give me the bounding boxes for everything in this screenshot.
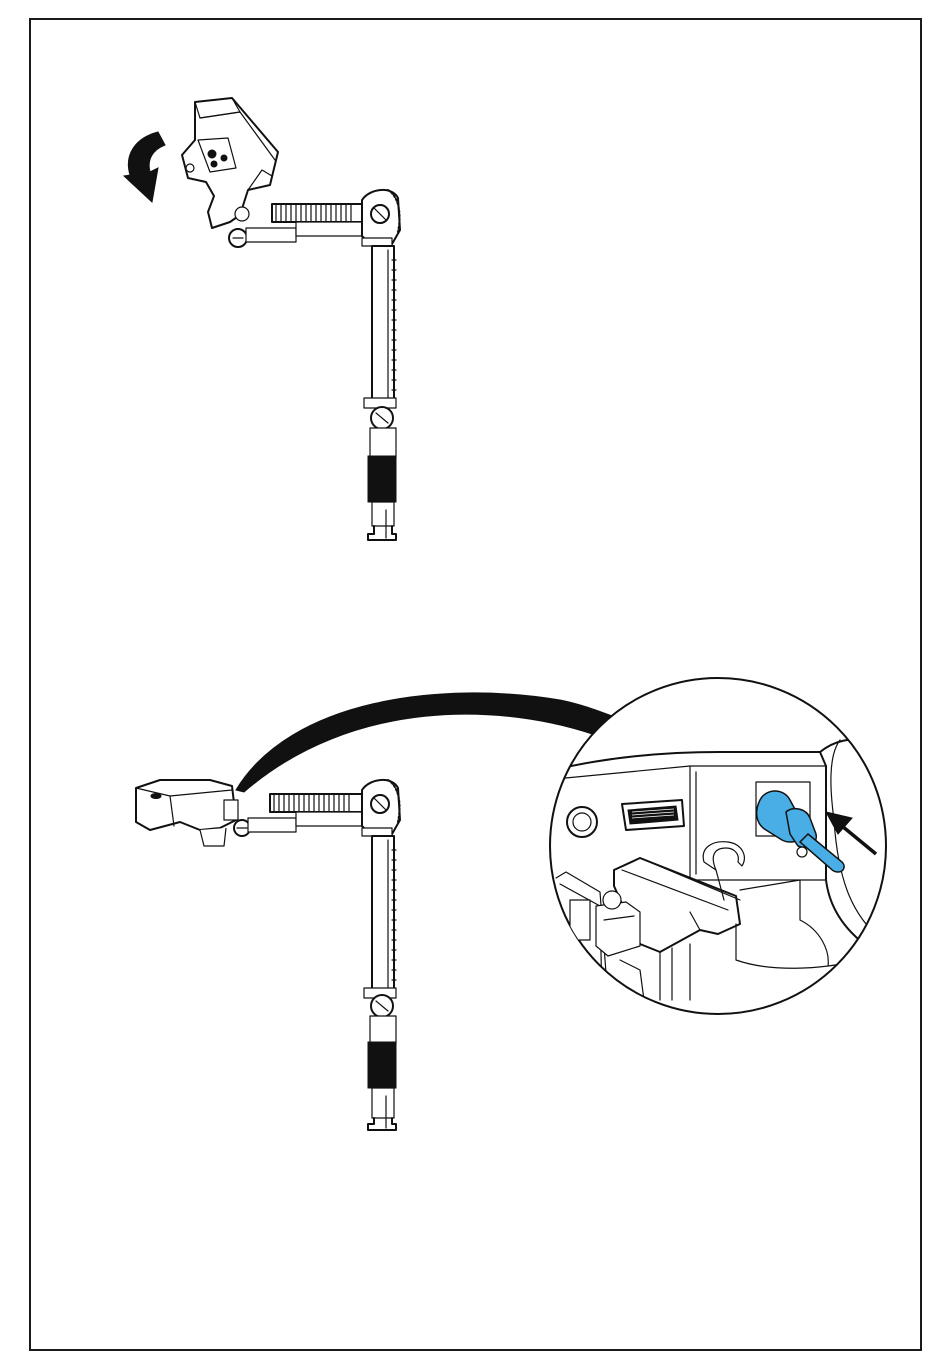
sensor-head-horizontal	[136, 780, 250, 846]
cable-arc	[236, 693, 612, 792]
elbow-joint-2	[362, 780, 400, 836]
vertical-post-1	[364, 246, 396, 540]
zoomed-connector-view	[545, 678, 890, 1014]
figure-1-rotate-head	[124, 98, 400, 540]
horizontal-arm-1	[246, 204, 364, 242]
round-port	[567, 807, 597, 837]
elbow-joint-1	[362, 190, 400, 246]
figure-2-connect-cable	[136, 678, 890, 1130]
sensor-head-tilted	[182, 98, 278, 247]
horizontal-arm-2	[248, 794, 364, 832]
rotate-arrow-icon	[124, 132, 165, 202]
display-port	[622, 800, 684, 830]
vertical-post-2	[364, 836, 396, 1130]
